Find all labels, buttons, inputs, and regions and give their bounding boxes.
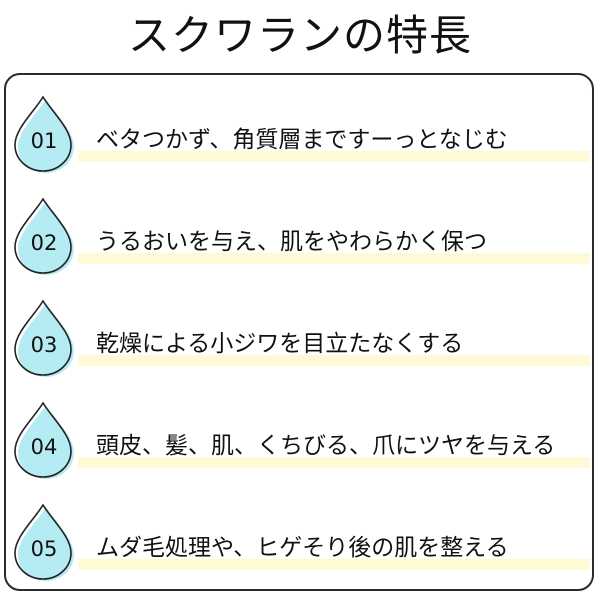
water-drop-icon: [12, 299, 80, 379]
highlight-bar: [78, 457, 590, 468]
feature-item-3: 03 乾燥による小ジワを目立たなくする: [6, 293, 592, 383]
water-drop-icon: [12, 95, 80, 175]
feature-list-card: 01 ベタつかず、角質層まですーっとなじむ 02 うるおいを与え、肌をやわらかく…: [4, 73, 594, 591]
feature-item-1: 01 ベタつかず、角質層まですーっとなじむ: [6, 89, 592, 179]
feature-text: 乾燥による小ジワを目立たなくする: [96, 331, 464, 357]
feature-text: ベタつかず、角質層まですーっとなじむ: [96, 127, 508, 153]
feature-number: 05: [30, 537, 58, 561]
feature-text: うるおいを与え、肌をやわらかく保つ: [96, 229, 487, 255]
highlight-bar: [78, 253, 590, 264]
highlight-bar: [78, 355, 590, 366]
water-drop-icon: [12, 503, 80, 583]
feature-number: 04: [30, 435, 58, 459]
page-title: スクワランの特長: [127, 11, 472, 60]
feature-number: 02: [30, 231, 58, 255]
feature-text: ムダ毛処理や、ヒゲそり後の肌を整える: [96, 535, 509, 561]
feature-item-2: 02 うるおいを与え、肌をやわらかく保つ: [6, 191, 592, 281]
water-drop-icon: [12, 197, 80, 277]
highlight-bar: [78, 559, 590, 570]
feature-text: 頭皮、髪、肌、くちびる、爪にツヤを与える: [96, 433, 556, 459]
feature-number: 01: [30, 129, 58, 153]
water-drop-icon: [12, 401, 80, 481]
feature-number: 03: [30, 333, 58, 357]
feature-item-4: 04 頭皮、髪、肌、くちびる、爪にツヤを与える: [6, 395, 592, 485]
feature-item-5: 05 ムダ毛処理や、ヒゲそり後の肌を整える: [6, 497, 592, 587]
highlight-bar: [78, 151, 590, 162]
